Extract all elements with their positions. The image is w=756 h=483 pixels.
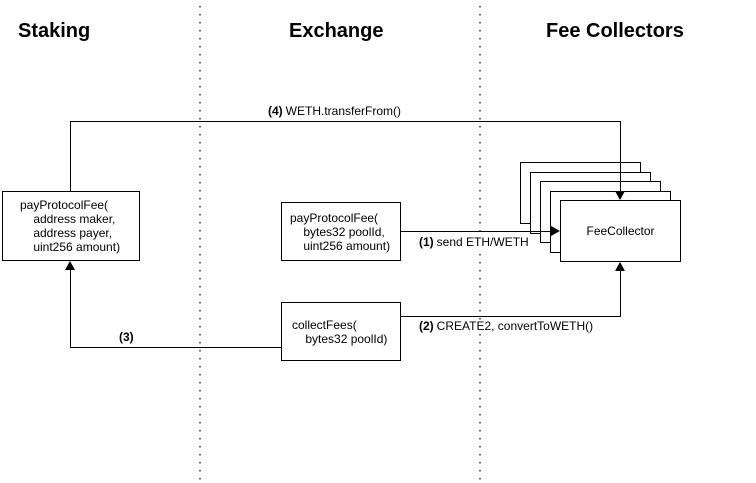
- node-exchange-pay-protocol-fee-text: payProtocolFee( bytes32 poolId, uint256 …: [290, 210, 391, 253]
- edge-4-number: (4): [268, 104, 283, 118]
- node-exchange-pay-protocol-fee[interactable]: payProtocolFee( bytes32 poolId, uint256 …: [281, 202, 401, 261]
- edge-1-arrowhead: [551, 226, 560, 236]
- edge-4-line-down: [620, 121, 621, 192]
- edge-4-line-up: [70, 121, 71, 191]
- edge-2-line-across: [401, 316, 621, 317]
- column-header-exchange: Exchange: [289, 20, 384, 42]
- edge-1-label: (1)send ETH/WETH: [419, 236, 529, 248]
- column-divider-staking-exchange: [199, 6, 201, 483]
- edge-3-arrowhead: [65, 261, 75, 270]
- column-header-staking: Staking: [18, 20, 91, 42]
- edge-2-arrowhead: [615, 262, 625, 271]
- edge-2-text: CREATE2, convertToWETH(): [436, 319, 594, 333]
- node-collect-fees-text: collectFees( bytes32 poolId): [292, 317, 388, 346]
- edge-3-label: (3): [119, 331, 134, 343]
- edge-4-arrowhead: [615, 191, 625, 200]
- edge-2-line-up: [620, 268, 621, 316]
- edge-3-number: (3): [119, 330, 134, 344]
- node-staking-pay-protocol-fee-text: payProtocolFee( address maker, address p…: [20, 198, 121, 254]
- column-header-fee-collectors: Fee Collectors: [546, 20, 684, 42]
- edge-1-text: send ETH/WETH: [436, 235, 529, 249]
- edge-2-label: (2)CREATE2, convertToWETH(): [419, 319, 594, 333]
- edge-4-text: WETH.transferFrom(): [285, 104, 402, 118]
- node-collect-fees[interactable]: collectFees( bytes32 poolId): [281, 302, 401, 361]
- edge-2-number: (2): [419, 319, 434, 333]
- edge-4-label: (4)WETH.transferFrom(): [268, 104, 402, 118]
- edge-3-line-across: [70, 347, 281, 348]
- node-fee-collector-label: FeeCollector: [586, 224, 655, 238]
- edge-4-line-across: [70, 121, 621, 122]
- edge-1-number: (1): [419, 235, 434, 249]
- node-staking-pay-protocol-fee[interactable]: payProtocolFee( address maker, address p…: [2, 191, 140, 261]
- node-fee-collector[interactable]: FeeCollector: [560, 200, 681, 262]
- edge-1-line: [401, 231, 552, 232]
- edge-3-line-up: [70, 269, 71, 347]
